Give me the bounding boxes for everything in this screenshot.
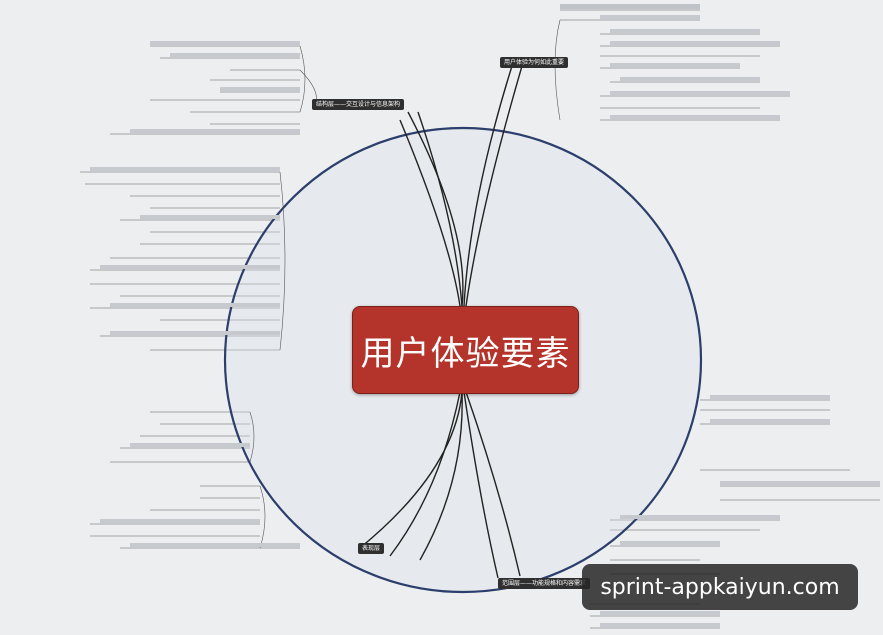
watermark-text: sprint-appkaiyun.com <box>600 574 840 600</box>
central-topic-title: 用户体验要素 <box>360 333 571 374</box>
central-topic-node[interactable]: 用户体验要素 <box>352 306 579 394</box>
branch-why-ux-matters[interactable]: 用户体验为何如此重要 <box>500 57 569 68</box>
branch-scope-layer[interactable]: 范围层——功能规格和内容需求 <box>498 578 591 589</box>
watermark-badge: sprint-appkaiyun.com <box>582 564 858 610</box>
branch-structure-layer[interactable]: 结构层——交互设计与信息架构 <box>312 99 405 110</box>
branch-surface-layer[interactable]: 表现层 <box>358 543 385 554</box>
